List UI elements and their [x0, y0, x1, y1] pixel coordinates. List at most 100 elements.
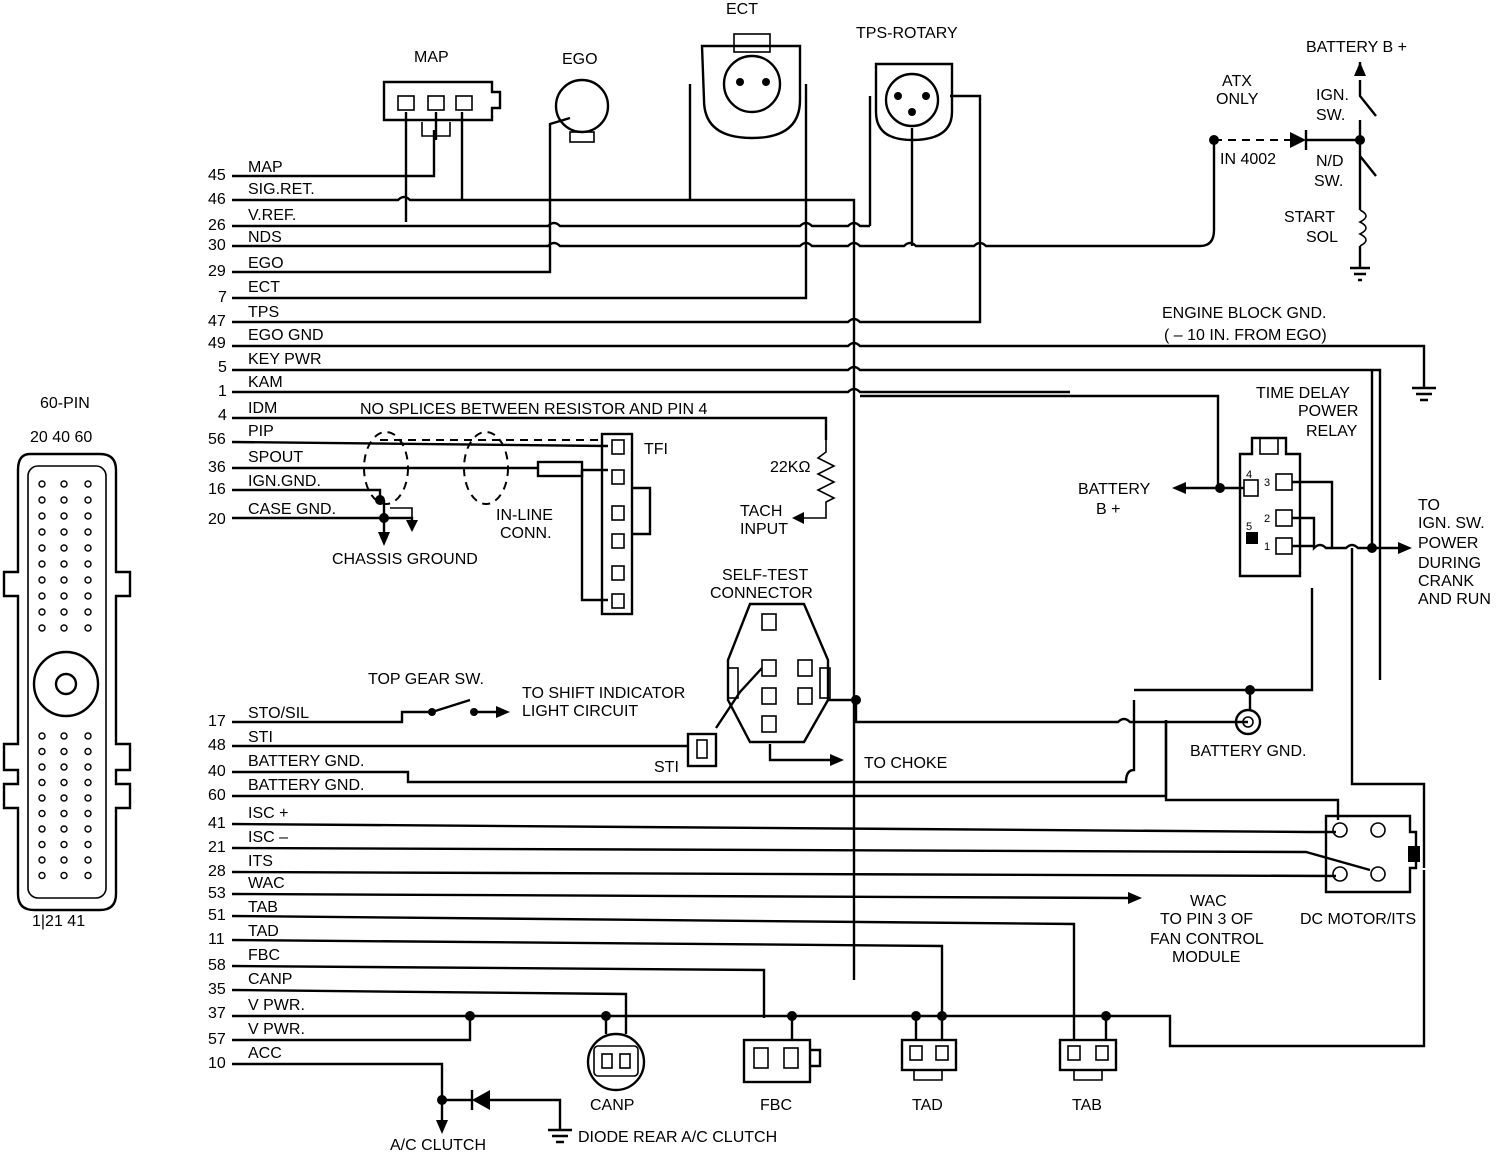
connector-pin-hole: [38, 592, 46, 600]
connector-pin-hole: [38, 840, 46, 849]
connector-pin-hole: [84, 528, 92, 536]
relay-pin-number: 5: [1246, 521, 1252, 533]
wire-label: V PWR.: [248, 1021, 305, 1038]
pin-number: 21: [208, 839, 226, 856]
sti-connector-label: STI: [654, 759, 679, 776]
map-sensor: MAP: [382, 49, 502, 222]
wac-output: WAC TO PIN 3 OF FAN CONTROL MODULE: [1128, 892, 1264, 966]
connector-pin-hole: [84, 825, 92, 833]
wire-label: SPOUT: [248, 449, 303, 466]
to-ign-label: TO: [1418, 497, 1440, 514]
connector-top-numbers: 20 40 60: [30, 429, 92, 446]
self-test-label: SELF-TEST: [722, 567, 808, 584]
self-test-connector: SELF-TEST CONNECTOR TO CHOKE STI: [654, 567, 1248, 776]
connector-pin-hole: [38, 480, 46, 488]
wac-label: TO PIN 3 OF: [1160, 911, 1253, 928]
pin-number: 53: [208, 885, 226, 902]
pin-number: 1: [218, 383, 227, 400]
connector-pin-hole: [38, 747, 46, 756]
tad-label: TAD: [912, 1097, 943, 1114]
connector-pin-hole: [38, 825, 46, 833]
diode-rear-label: DIODE REAR A/C CLUTCH: [578, 1129, 777, 1146]
wire-label: STI: [248, 729, 273, 746]
connector-bottom-numbers: 1|21 41: [32, 913, 85, 930]
relay-label: POWER: [1298, 403, 1358, 420]
shift-indicator-label: LIGHT CIRCUIT: [522, 703, 638, 720]
connector-pin-hole: [60, 856, 68, 864]
engine-gnd-label: ENGINE BLOCK GND.: [1162, 305, 1326, 322]
connector-pin-hole: [60, 592, 68, 600]
connector-pin-hole: [84, 778, 92, 787]
engine-gnd-label: ( – 10 IN. FROM EGO): [1164, 327, 1327, 344]
dc-motor-its: DC MOTOR/ITS: [1300, 814, 1420, 928]
ego-sensor: EGO: [554, 51, 610, 143]
connector-pin-hole: [60, 732, 68, 740]
wire-label: IDM: [248, 400, 277, 417]
to-ign-label: IGN. SW.: [1418, 515, 1485, 532]
splice-dot: [465, 1011, 475, 1021]
top-gear-label: TOP GEAR SW.: [368, 671, 484, 688]
pin-number: 40: [208, 763, 226, 780]
self-test-label: CONNECTOR: [710, 585, 813, 602]
connector-title: 60-PIN: [40, 395, 90, 412]
connector-pin-hole: [38, 512, 46, 520]
tab-label: TAB: [1072, 1097, 1102, 1114]
connector-pin-hole: [38, 544, 46, 552]
connector-pin-hole: [84, 544, 92, 552]
connector-pin-hole: [38, 528, 46, 536]
start-sol-label: START: [1284, 209, 1335, 226]
connector-pin-hole: [60, 763, 68, 771]
connector-pin-hole: [84, 496, 92, 504]
pin-number: 46: [208, 191, 226, 208]
connector-pin-hole: [38, 496, 46, 504]
shift-indicator-label: TO SHIFT INDICATOR: [522, 685, 685, 702]
connector-pin-hole: [60, 778, 68, 787]
connector-pin-hole: [60, 528, 68, 536]
connector-pin-hole: [60, 608, 68, 616]
tach-resistor: 22KΩ TACH INPUT: [740, 440, 836, 538]
pin-number: 58: [208, 957, 226, 974]
tfi-label: TFI: [644, 441, 668, 458]
connector-pin-hole: [60, 794, 68, 802]
ign-sw-label: IGN.: [1316, 87, 1349, 104]
tach-input-label: INPUT: [740, 521, 788, 538]
ign-sw-label: SW.: [1316, 107, 1345, 124]
wire-label: MAP: [248, 159, 283, 176]
connector-pin-hole: [84, 608, 92, 616]
battery-b-relay-label: BATTERY: [1078, 481, 1151, 498]
connector-pin-hole: [60, 560, 68, 568]
to-ign-label: AND RUN: [1418, 591, 1491, 608]
connector-pin-hole: [84, 732, 92, 740]
tad-solenoid: TAD: [900, 1011, 958, 1114]
ac-clutch-circuit: A/C CLUTCH DIODE REAR A/C CLUTCH: [390, 1090, 777, 1152]
nd-sw-label: SW.: [1314, 173, 1343, 190]
pin-number: 20: [208, 511, 226, 528]
top-gear-switch: TOP GEAR SW. TO SHIFT INDICATOR LIGHT CI…: [368, 671, 685, 720]
nd-sw-label: N/D: [1316, 153, 1344, 170]
connector-pin-hole: [38, 608, 46, 616]
connector-pin-hole: [84, 763, 92, 771]
pin-number: 29: [208, 263, 226, 280]
pin-number: 57: [208, 1031, 226, 1048]
wire-label: KEY PWR: [248, 351, 322, 368]
connector-pin-hole: [84, 624, 92, 632]
wire-label: TAB: [248, 899, 278, 916]
atx-label: ATX: [1222, 73, 1252, 90]
connector-pin-hole: [84, 560, 92, 568]
battery-b-relay-label: B +: [1096, 501, 1120, 518]
relay-label: TIME DELAY: [1256, 385, 1350, 402]
tach-input-label: TACH: [740, 503, 782, 520]
to-choke-label: TO CHOKE: [864, 755, 947, 772]
connector-pin-hole: [60, 576, 68, 584]
resistor-label: 22KΩ: [770, 459, 810, 476]
connector-pin-hole: [84, 809, 92, 818]
pin-number: 49: [208, 335, 226, 352]
battery-gnd-label: BATTERY GND.: [1190, 743, 1306, 760]
to-ign-label: POWER: [1418, 535, 1478, 552]
relay-pin-number: 2: [1264, 513, 1270, 525]
connector-pin-hole: [38, 576, 46, 584]
atx-label: ONLY: [1216, 91, 1259, 108]
connector-pin-hole: [60, 871, 68, 880]
wire-label: TPS: [248, 304, 279, 321]
connector-pin-hole: [60, 512, 68, 520]
